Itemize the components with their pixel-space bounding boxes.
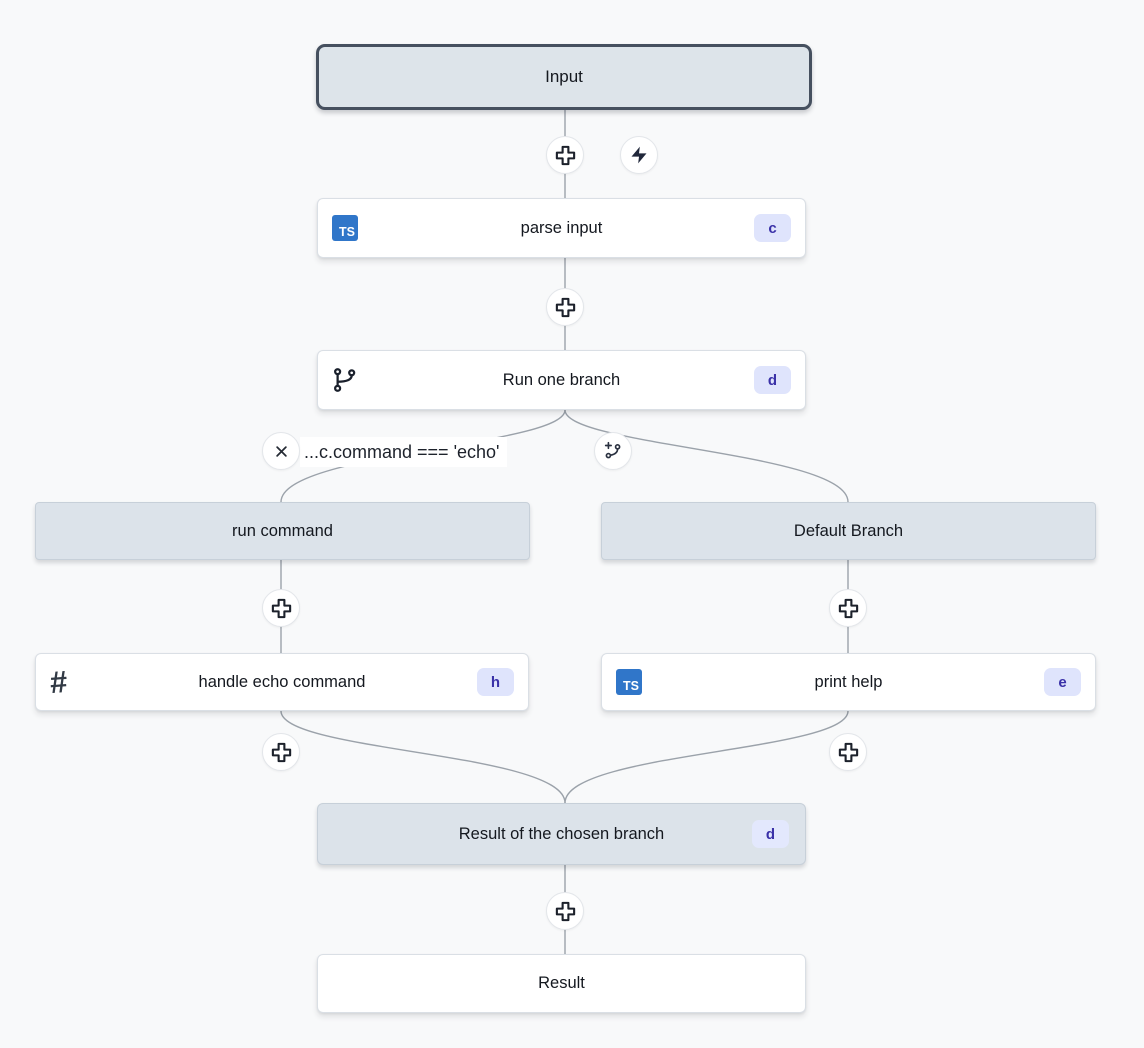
typescript-icon: TS bbox=[616, 669, 642, 695]
plus-icon bbox=[838, 742, 858, 762]
node-default-branch-label: Default Branch bbox=[793, 521, 904, 540]
plus-icon bbox=[271, 598, 291, 618]
step-id-badge: h bbox=[477, 668, 514, 696]
plus-icon bbox=[555, 901, 575, 921]
edge-merge-left bbox=[280, 710, 566, 804]
node-run-one-branch-label: Run one branch bbox=[502, 370, 621, 389]
zap-icon bbox=[631, 146, 647, 164]
plus-icon bbox=[271, 742, 291, 762]
add-branch-icon bbox=[604, 441, 621, 459]
typescript-icon-label: TS bbox=[332, 215, 358, 241]
node-result-of-chosen-branch-label: Result of the chosen branch bbox=[458, 824, 665, 843]
plus-icon bbox=[555, 297, 575, 317]
trigger-button[interactable] bbox=[620, 136, 658, 174]
step-id-badge: e bbox=[1044, 668, 1081, 696]
node-default-branch[interactable]: Default Branch bbox=[601, 502, 1096, 560]
node-result-label: Result bbox=[538, 974, 585, 992]
node-run-one-branch[interactable]: Run one branch d bbox=[317, 350, 806, 410]
add-step-button[interactable] bbox=[546, 288, 584, 326]
node-run-command-branch[interactable]: run command bbox=[35, 502, 530, 560]
add-step-button[interactable] bbox=[262, 589, 300, 627]
node-run-command-label: run command bbox=[232, 521, 333, 540]
add-step-button[interactable] bbox=[546, 892, 584, 930]
node-parse-input-label: parse input bbox=[520, 218, 603, 237]
node-result[interactable]: Result bbox=[317, 954, 806, 1013]
hash-icon: # bbox=[48, 663, 69, 701]
hash-icon-glyph: # bbox=[48, 663, 69, 701]
branch-condition-label: ...c.command === 'echo' bbox=[300, 437, 508, 467]
add-branch-button[interactable] bbox=[594, 432, 632, 470]
add-step-button[interactable] bbox=[546, 136, 584, 174]
git-branch-icon bbox=[332, 367, 359, 394]
node-input-label: Input bbox=[545, 67, 583, 86]
plus-icon bbox=[838, 598, 858, 618]
add-step-button[interactable] bbox=[829, 733, 867, 771]
step-id-badge: d bbox=[754, 366, 791, 394]
typescript-icon-label: TS bbox=[616, 669, 642, 695]
node-handle-echo-command[interactable]: # handle echo command h bbox=[35, 653, 529, 711]
step-id-badge: c bbox=[754, 214, 791, 242]
add-step-button[interactable] bbox=[262, 733, 300, 771]
node-input[interactable]: Input bbox=[316, 44, 812, 110]
plus-icon bbox=[555, 145, 575, 165]
node-result-of-chosen-branch[interactable]: Result of the chosen branch d bbox=[317, 803, 806, 865]
node-print-help-label: print help bbox=[814, 672, 883, 691]
remove-branch-button[interactable] bbox=[262, 432, 300, 470]
typescript-icon: TS bbox=[332, 215, 358, 241]
add-step-button[interactable] bbox=[829, 589, 867, 627]
node-handle-echo-command-label: handle echo command bbox=[198, 672, 366, 691]
node-print-help[interactable]: TS print help e bbox=[601, 653, 1096, 711]
close-icon bbox=[275, 445, 287, 457]
edge-merge-right bbox=[564, 710, 849, 804]
node-parse-input[interactable]: TS parse input c bbox=[317, 198, 806, 258]
step-id-badge: d bbox=[752, 820, 789, 848]
